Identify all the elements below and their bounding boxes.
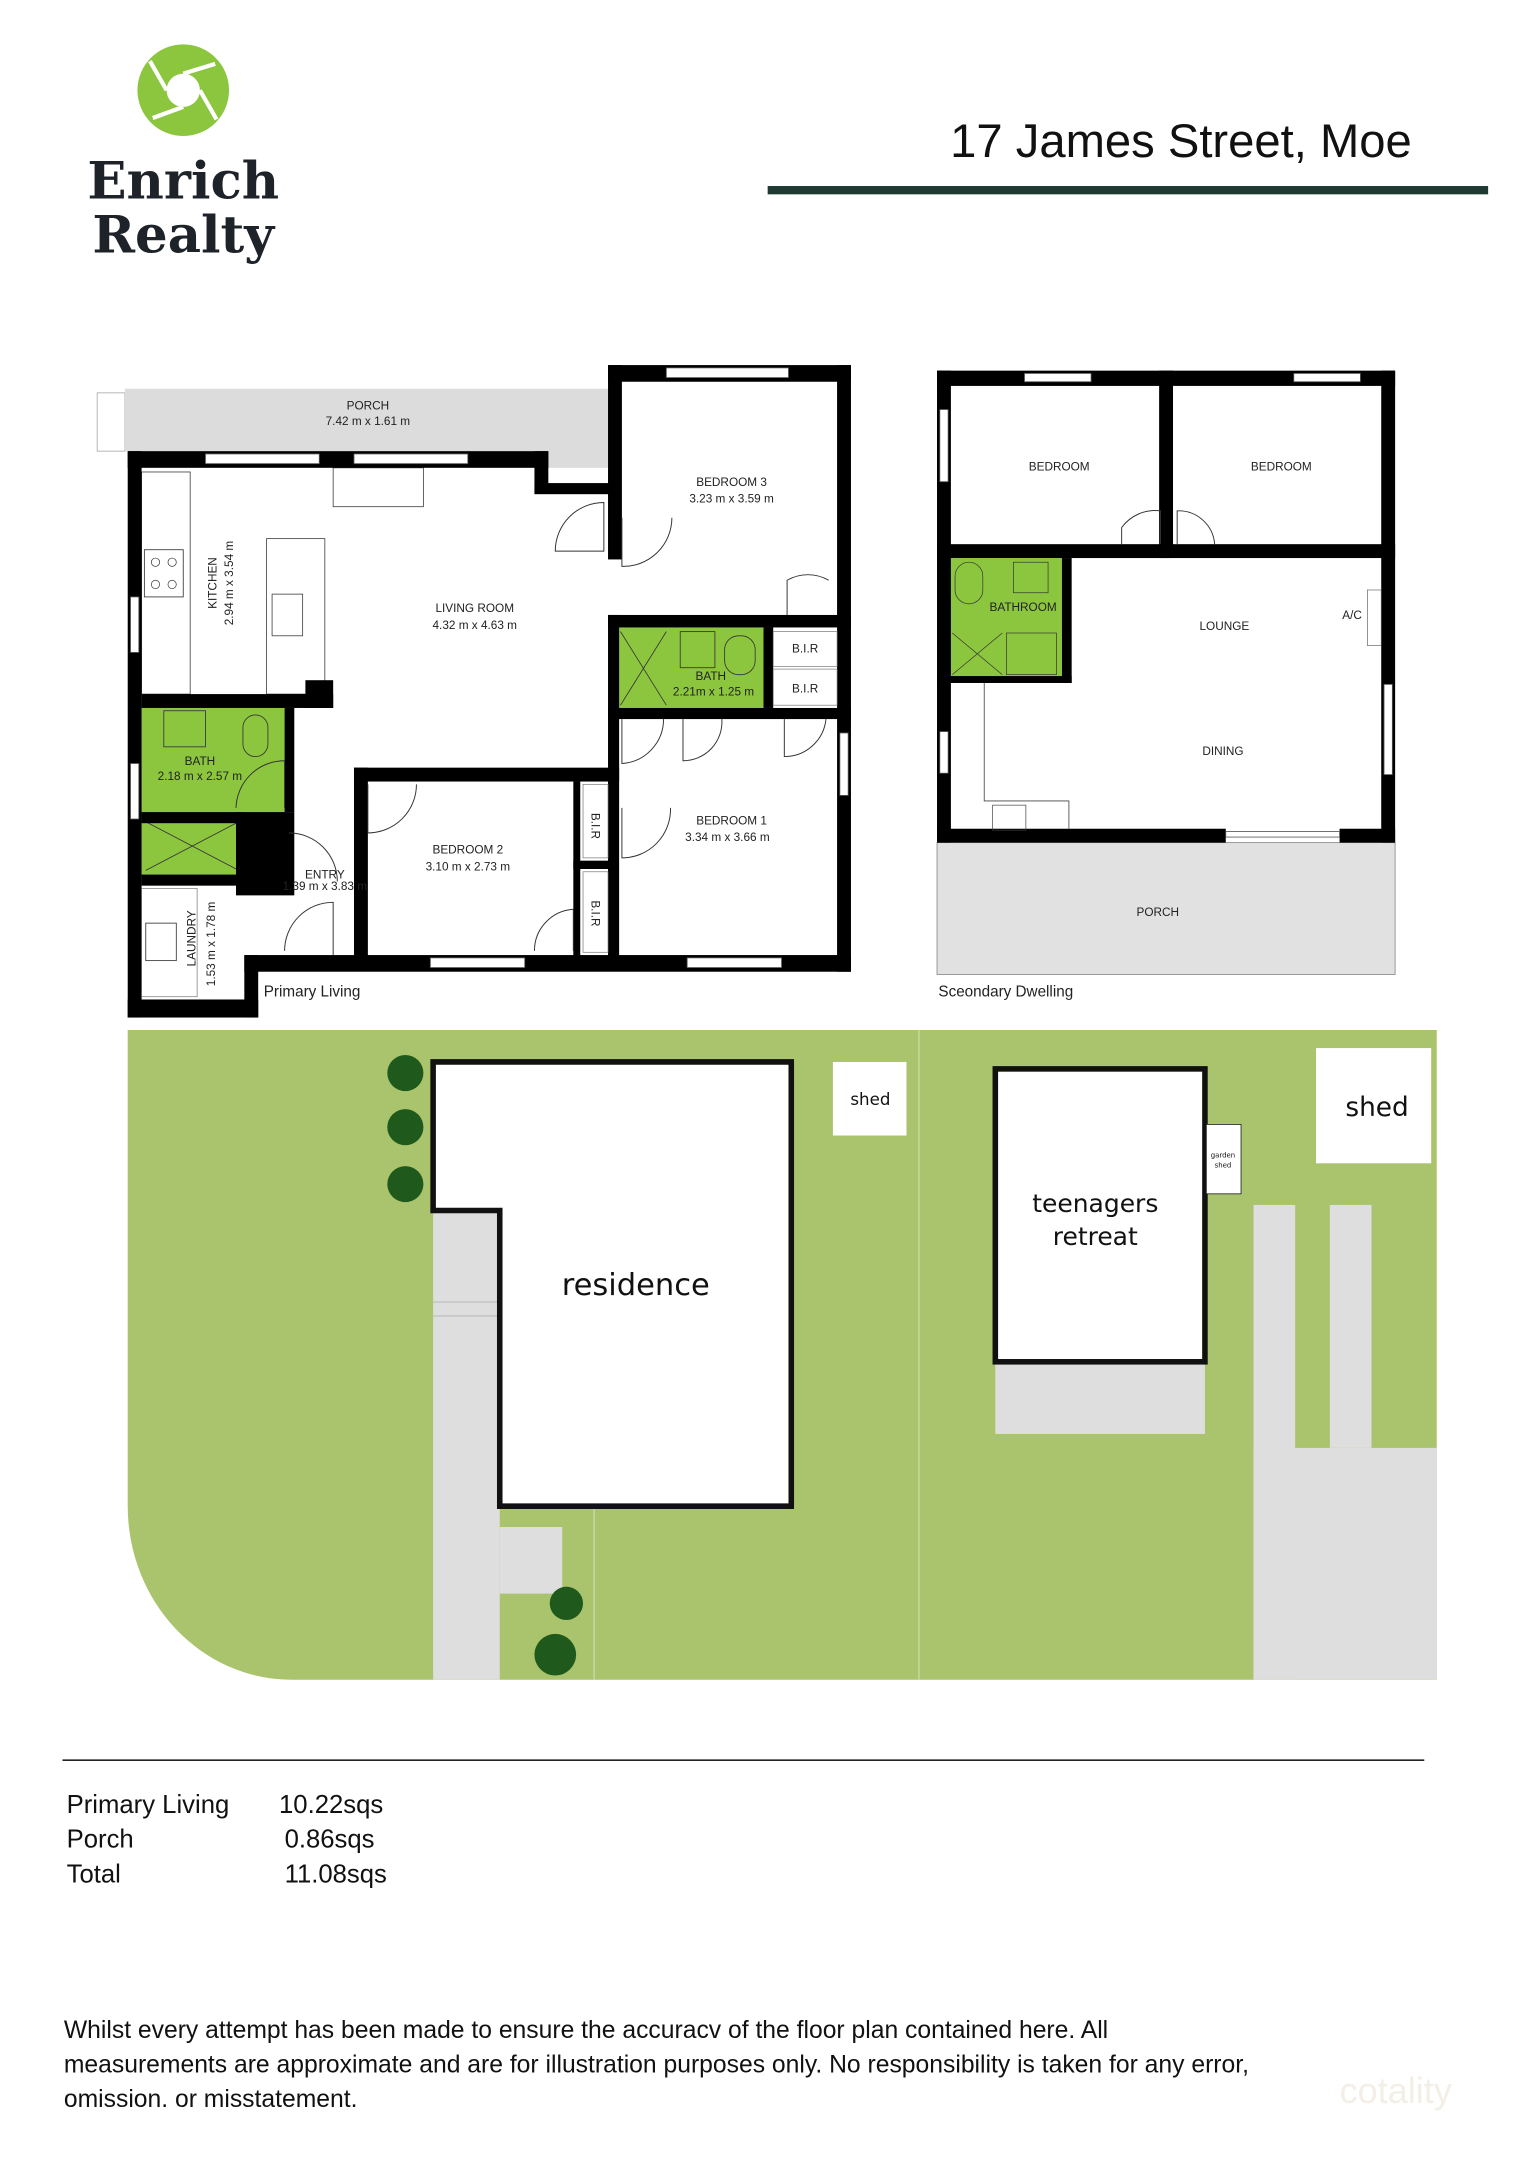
teenagers-retreat-label-1: teenagers	[1032, 1189, 1158, 1218]
room-kitchen-size: 2.94 m x 3.54 m	[223, 541, 236, 626]
garden-shed-label-2: shed	[1215, 1161, 1232, 1169]
room-bath1-size: 2.18 m x 2.57 m	[158, 770, 243, 783]
room-porch-label: PORCH	[347, 400, 390, 413]
disclaimer-line: measurements are approximate and are for…	[64, 2052, 1249, 2079]
primary-plan-caption: Primary Living	[264, 984, 361, 1001]
room-kitchen-label: KITCHEN	[207, 557, 220, 609]
ac-label: A/C	[1342, 609, 1362, 622]
room-laundry-label: LAUNDRY	[186, 910, 199, 966]
address-underline	[767, 186, 1489, 195]
bir-label-3: B.I.R	[588, 813, 601, 839]
garden-shed-label-1: garden	[1211, 1152, 1235, 1160]
area-label: Total	[67, 1860, 121, 1888]
room-bedroom2-size: 3.10 m x 2.73 m	[426, 860, 511, 873]
room-living-label: LIVING ROOM	[435, 602, 514, 615]
shed-right-label: shed	[1345, 1093, 1408, 1123]
area-summary: Primary Living 10.22sqs Porch 0.86sqs To…	[67, 1791, 387, 1888]
room-living-size: 4.32 m x 4.63 m	[433, 619, 518, 632]
room-bath2-label: BATH	[695, 670, 726, 683]
teenagers-retreat-label-2: retreat	[1053, 1222, 1138, 1251]
room-bedroom-b-label: BEDROOM	[1251, 461, 1312, 474]
room-porch-secondary-label: PORCH	[1136, 906, 1179, 919]
area-value: 10.22sqs	[279, 1791, 383, 1819]
tree-icon	[387, 1055, 584, 1676]
secondary-dwelling-plan: BEDROOM BEDROOM BATHROOM LOUNGE A/C DINI…	[936, 370, 1396, 1001]
brand-name-line1: Enrich	[87, 152, 279, 212]
area-value: 11.08sqs	[285, 1860, 387, 1888]
primary-living-plan: PORCH 7.42 m x 1.61 m KITCHEN 2.94 m x 3…	[96, 365, 851, 1018]
room-bedroom1-size: 3.34 m x 3.66 m	[685, 831, 770, 844]
area-value: 0.86sqs	[285, 1826, 375, 1854]
green-aperture-circle-icon	[137, 44, 230, 137]
bir-label-2: B.I.R	[792, 683, 818, 696]
room-bath2-size: 2.21m x 1.25 m	[673, 685, 754, 698]
room-bedroom2-label: BEDROOM 2	[432, 844, 503, 857]
room-laundry-size: 1.53 m x 1.78 m	[205, 902, 218, 987]
area-label: Porch	[67, 1826, 134, 1854]
room-bedroom3-size: 3.23 m x 3.59 m	[689, 493, 774, 506]
room-bath1-label: BATH	[185, 755, 216, 768]
residence-label: residence	[562, 1268, 710, 1303]
disclaimer-line: omission. or misstatement.	[64, 2086, 358, 2113]
area-label: Primary Living	[67, 1791, 230, 1819]
site-plan: residence shed shed teenagers retreat ga…	[127, 1030, 1437, 1680]
property-address: 17 James Street, Moe	[950, 115, 1412, 168]
brand-name-line2: Realty	[92, 206, 276, 266]
brand-logo: Enrich Realty	[87, 44, 279, 266]
bir-label-4: B.I.R	[588, 900, 601, 926]
room-entry-label: ENTRY	[305, 869, 345, 882]
bir-label-1: B.I.R	[792, 642, 818, 655]
room-entry-size: 1.39 m x 3.83 m	[283, 880, 368, 893]
room-bedroom3-label: BEDROOM 3	[696, 476, 767, 489]
room-bedroom-a-label: BEDROOM	[1029, 461, 1090, 474]
room-dining-label: DINING	[1202, 745, 1243, 758]
secondary-plan-caption: Sceondary Dwelling	[938, 984, 1073, 1001]
room-bathroom-label: BATHROOM	[989, 601, 1056, 614]
disclaimer-line: Whilst every attempt has been made to en…	[64, 2017, 1108, 2044]
room-lounge-label: LOUNGE	[1199, 620, 1249, 633]
cotality-watermark: cotality	[1340, 2070, 1452, 2111]
room-bedroom1-label: BEDROOM 1	[696, 815, 767, 828]
shed-left-label: shed	[850, 1090, 890, 1109]
room-porch-size: 7.42 m x 1.61 m	[326, 415, 411, 428]
disclaimer: Whilst every attempt has been made to en…	[64, 2017, 1249, 2113]
